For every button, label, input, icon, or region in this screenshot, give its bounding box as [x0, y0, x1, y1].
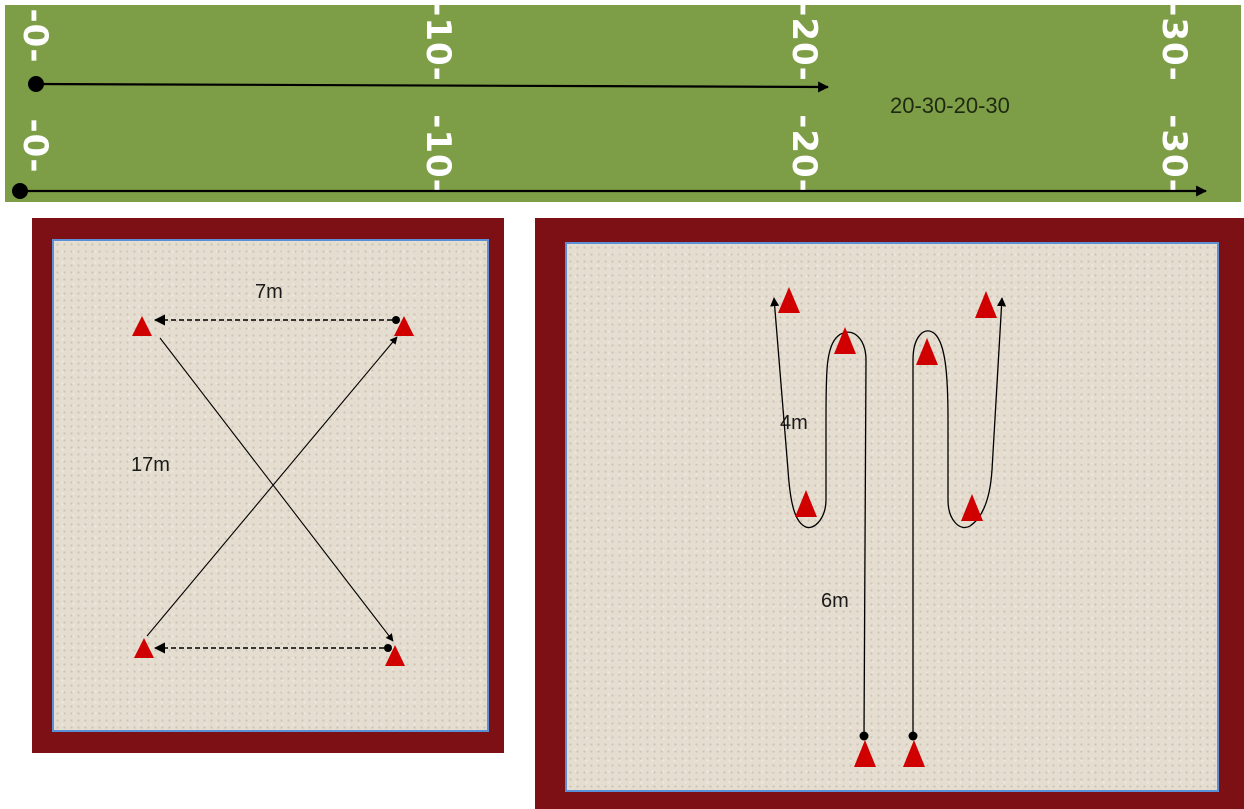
cone-icon: [385, 645, 405, 666]
start-dot-icon: [392, 316, 400, 324]
start-dot-icon: [12, 183, 28, 199]
start-dot-icon: [28, 76, 44, 92]
label-7m: 7m: [255, 281, 283, 303]
cone-icon: [834, 327, 856, 354]
weave-drill-cones: [778, 287, 997, 767]
start-dot-icon: [859, 731, 869, 741]
label-4m: 4m: [780, 412, 808, 434]
start-dot-icon: [384, 644, 392, 652]
cone-icon: [795, 490, 817, 517]
weave-drill-surface: [565, 242, 1219, 792]
cone-icon: [394, 316, 414, 336]
cone-icon: [134, 638, 154, 658]
drill-label-20-30: 20-30-20-30: [890, 93, 1010, 118]
cone-icon: [961, 494, 983, 521]
football-field: -0- -10- -20- -30- -0- -10- -20- -30- 20…: [5, 2, 1241, 202]
sprint-line-30: [12, 183, 1208, 199]
sprint-line-20: [28, 76, 830, 93]
cone-icon: [975, 291, 997, 318]
x-drill-cones: [132, 316, 414, 666]
cone-icon: [778, 287, 800, 313]
x-drill-paths: [146, 314, 400, 654]
label-6m: 6m: [821, 590, 849, 612]
weave-drill-court: [535, 218, 1244, 809]
label-17m: 17m: [131, 454, 170, 476]
start-dot-icon: [908, 731, 918, 741]
cone-icon: [903, 740, 925, 767]
cone-icon: [854, 740, 876, 767]
cone-icon: [132, 316, 152, 336]
cone-icon: [916, 338, 938, 365]
